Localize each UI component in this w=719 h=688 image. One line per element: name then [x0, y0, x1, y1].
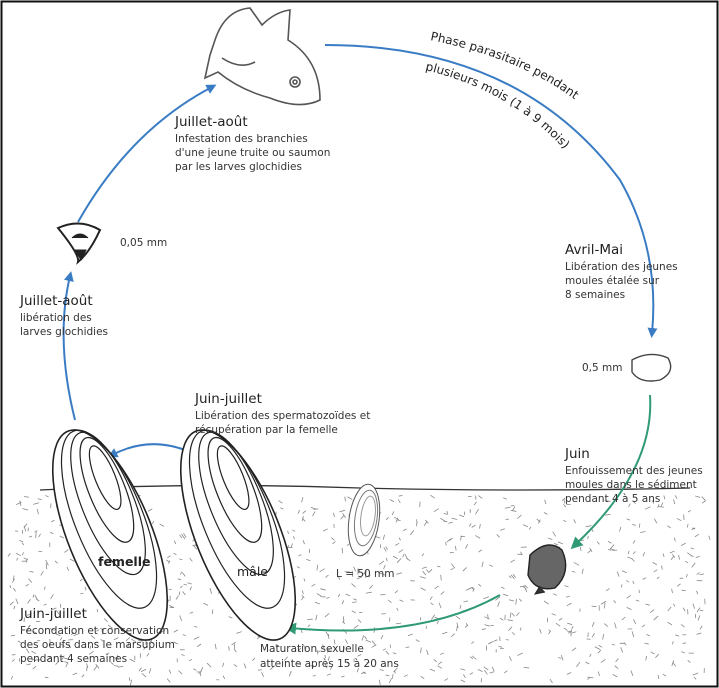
- male-label: mâle: [237, 564, 268, 579]
- svg-text:Juillet-août: Juillet-août: [19, 293, 93, 309]
- svg-text:larves glochidies: larves glochidies: [20, 326, 108, 338]
- stage-sperm-release: Juin-juillet Libération des spermatozoïd…: [194, 391, 370, 436]
- svg-text:Libération des jeunes: Libération des jeunes: [565, 261, 678, 273]
- svg-text:Juin: Juin: [564, 446, 590, 462]
- svg-text:libération des: libération des: [20, 312, 92, 324]
- arrow-burial: [570, 394, 652, 550]
- arrow-maturation: [284, 594, 501, 635]
- adult-size: L = 50 mm: [336, 568, 394, 580]
- female-label: femelle: [98, 554, 150, 569]
- svg-text:des oeufs dans le marsupium: des oeufs dans le marsupium: [20, 639, 175, 651]
- svg-text:Enfouissement des jeunes: Enfouissement des jeunes: [565, 465, 703, 477]
- svg-text:pendant 4 à 5 ans: pendant 4 à 5 ans: [565, 493, 660, 505]
- stage-release-juveniles: Avril-Mai Libération des jeunes moules é…: [565, 242, 678, 301]
- arrow-sperm-release: [107, 443, 191, 458]
- stage-maturation: Maturation sexuelle atteinte après 15 à …: [260, 643, 399, 670]
- svg-text:récupération par la femelle: récupération par la femelle: [195, 424, 338, 436]
- arrow-infestation: [77, 84, 217, 223]
- svg-text:Avril-Mai: Avril-Mai: [565, 242, 623, 258]
- stage-infestation: Juillet-août Infestation des branchies d…: [174, 114, 330, 173]
- stage-burial: Juin Enfouissement des jeunes moules dan…: [564, 446, 703, 505]
- svg-text:Juin-juillet: Juin-juillet: [19, 606, 87, 622]
- svg-text:Libération des spermatozoïdes: Libération des spermatozoïdes et: [195, 410, 370, 422]
- male-mussel-icon: [179, 429, 297, 641]
- buried-juvenile-icon: [527, 544, 567, 595]
- glochidium-icon: [56, 222, 102, 265]
- svg-text:8 semaines: 8 semaines: [565, 289, 625, 301]
- svg-text:Maturation sexuelle: Maturation sexuelle: [260, 643, 364, 655]
- stage-fertilization: Juin-juillet Fécondation et conservation…: [19, 606, 175, 665]
- glochidia-size: 0,05 mm: [120, 237, 167, 249]
- fish-icon: [203, 7, 321, 106]
- svg-text:moules dans le sédiment: moules dans le sédiment: [565, 479, 697, 491]
- svg-text:pendant 4 semaines: pendant 4 semaines: [20, 653, 127, 665]
- svg-text:Juin-juillet: Juin-juillet: [194, 391, 262, 407]
- arrow-parasitic-phase: [324, 44, 658, 338]
- juvenile-mussel-icon: [631, 353, 672, 382]
- stage-glochidia-release: Juillet-août libération des larves gloch…: [19, 293, 108, 338]
- svg-text:Juillet-août: Juillet-août: [174, 114, 248, 130]
- svg-text:moules étalée sur: moules étalée sur: [565, 275, 660, 287]
- svg-text:d'une jeune truite ou saumon: d'une jeune truite ou saumon: [175, 147, 330, 159]
- arrow-glochidia-release: [62, 271, 76, 421]
- sediment-surface-line: [39, 484, 691, 491]
- svg-text:par les larves glochidies: par les larves glochidies: [175, 161, 302, 173]
- svg-text:Infestation des branchies: Infestation des branchies: [175, 133, 308, 145]
- svg-text:Fécondation et conservation: Fécondation et conservation: [20, 625, 169, 637]
- svg-text:atteinte après 15 à 20 ans: atteinte après 15 à 20 ans: [260, 658, 399, 670]
- juvenile-size: 0,5 mm: [582, 362, 623, 374]
- female-mussel-icon: [51, 429, 169, 641]
- small-shell-icon: [347, 483, 381, 557]
